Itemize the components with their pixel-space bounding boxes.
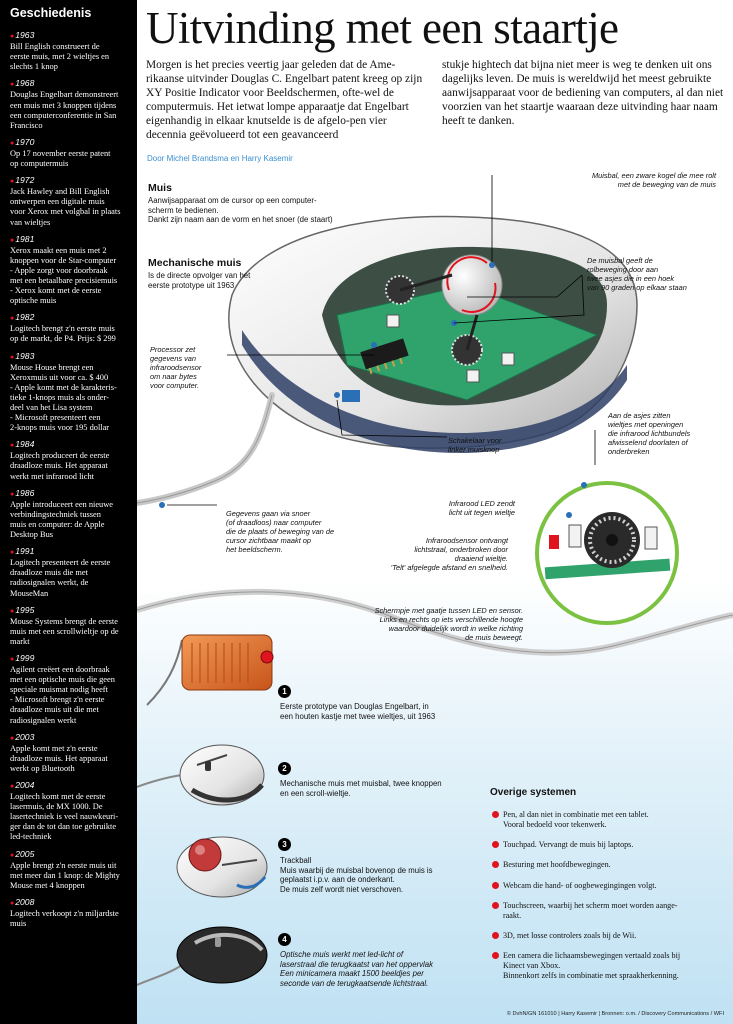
other-system-item: Besturing met hoofdbewegingen. [492,860,727,870]
step-1-text: Eerste prototype van Douglas Engelbart, … [280,702,436,721]
callout-infrarood-led: Infrarood LED zendt licht uit tegen wiel… [448,499,515,517]
timeline-text: Apple brengt z'n eerste muis uit met mee… [10,860,120,890]
callout-rolbeweging: De muisbal geeft de rolbeweging door aan… [587,256,687,292]
callout-asjes: Aan de asjes zitten wieltjes met opening… [608,411,691,456]
callout-schermpje: Schermpje met gaatje tussen LED en senso… [374,606,523,642]
timeline-year: 1983 [10,351,133,363]
muis-description: Aanwijsapparaat om de cursor op een comp… [148,196,333,225]
timeline-year: 2005 [10,849,133,861]
timeline-text: Agilent creëert een doorbraak met een op… [10,665,115,725]
optical-mouse [137,926,268,986]
callout-muisbal: Muisbal, een zware kogel die mee rolt me… [591,171,716,189]
callout-infraroodsensor: Infraroodsensor ontvangt lichtstraal, on… [390,536,508,572]
sidebar-title: Geschiedenis [10,6,92,20]
other-systems-list: Pen, al dan niet in combinatie met een t… [492,810,727,991]
timeline-year: 2008 [10,897,133,909]
timeline-text: Logitech produceert de eerste draadloze … [10,451,110,481]
other-system-item: Webcam die hand- of oogbewegingingen vol… [492,881,727,891]
timeline-text: Douglas Engelbart demonstreert een muis … [10,90,119,130]
headline: Uitvinding met een staartje [146,3,619,53]
step-3-badge: 3 [278,838,291,851]
mechanical-mouse [137,744,265,806]
timeline-year: 1972 [10,175,133,187]
timeline-text: Xerox maakt een muis met 2 knoppen voor … [10,245,118,306]
timeline-year: 1970 [10,137,133,149]
other-system-item: 3D, met losse controlers zoals bij de Wi… [492,931,727,941]
timeline-text: Logitech presenteert de eerste draadloze… [10,558,111,598]
mechanische-muis-title: Mechanische muis [148,257,242,269]
timeline-year: 1995 [10,605,133,617]
other-system-item: Touchpad. Vervangt de muis bij laptops. [492,840,727,850]
callout-snoer: Gegevens gaan via snoer (of draadloos) n… [226,509,335,554]
callout-processor: Processor zet gegevens van infraroodsens… [150,345,202,390]
timeline-year: 1963 [10,30,133,42]
step-3-text: Trackball Muis waarbij de muisbal boveno… [280,856,433,894]
muis-title: Muis [148,182,172,194]
timeline-text: Mouse House brengt een Xeroxmuis uit voo… [10,362,117,433]
step-2-text: Mechanische muis met muisbal, twee knopp… [280,779,442,798]
other-system-item: Touchscreen, waarbij het scherm moet wor… [492,901,727,921]
leader-lines [159,175,596,508]
intro-right-column: stukje hightech dat bijna niet meer is w… [442,59,724,127]
step-4-badge: 4 [278,933,291,946]
prototype-mouse-1963 [146,634,274,706]
mechanische-muis-description: Is de directe opvolger van het eerste pr… [148,271,251,290]
other-system-item: Een camera die lichaamsbewegingen vertaa… [492,951,727,980]
timeline-year: 1984 [10,439,133,451]
timeline-text: Mouse Systems brengt de eerste muis met … [10,616,119,646]
timeline-year: 1968 [10,78,133,90]
timeline-year: 1981 [10,234,133,246]
intro-left-column: Morgen is het precies veertig jaar geled… [146,59,423,141]
timeline-year: 1986 [10,488,133,500]
step-2-badge: 2 [278,762,291,775]
timeline-year: 1999 [10,653,133,665]
other-system-item: Pen, al dan niet in combinatie met een t… [492,810,727,830]
timeline-text: Apple komt met z'n eerste draadloze muis… [10,743,108,773]
trackball-mouse [176,836,268,898]
timeline-text: Apple introduceert een nieuwe verbinding… [10,499,114,540]
step-4-text: Optische muis werkt met led-licht of las… [280,950,433,988]
callout-schakelaar: Schakelaar voor linker muisknop [448,436,502,454]
timeline-text: Logitech brengt z'n eerste muis op de ma… [10,324,116,344]
timeline-text: Logitech komt met de eerste lasermuis, d… [10,792,119,842]
encoder-detail-circle [535,481,679,625]
timeline-year: 1982 [10,312,133,324]
byline: Door Michel Brandsma en Harry Kasemir [147,154,293,163]
other-systems-title: Overige systemen [490,787,577,798]
timeline-year: 1991 [10,546,133,558]
timeline-text: Jack Hawley and Bill English ontwerpen e… [10,187,121,227]
timeline-text: Op 17 november eerste patent op computer… [10,148,111,169]
footer-credit: © DvhN/GN 161010 | Harry Kasemir | Bronn… [506,1011,724,1017]
timeline-text: Logitech verkoopt z'n miljardste muis [10,909,119,929]
timeline-year: 2003 [10,732,133,744]
step-1-badge: 1 [278,685,291,698]
timeline-text: Bill English construeert de eerste muis,… [10,42,110,72]
timeline-year: 2004 [10,780,133,792]
